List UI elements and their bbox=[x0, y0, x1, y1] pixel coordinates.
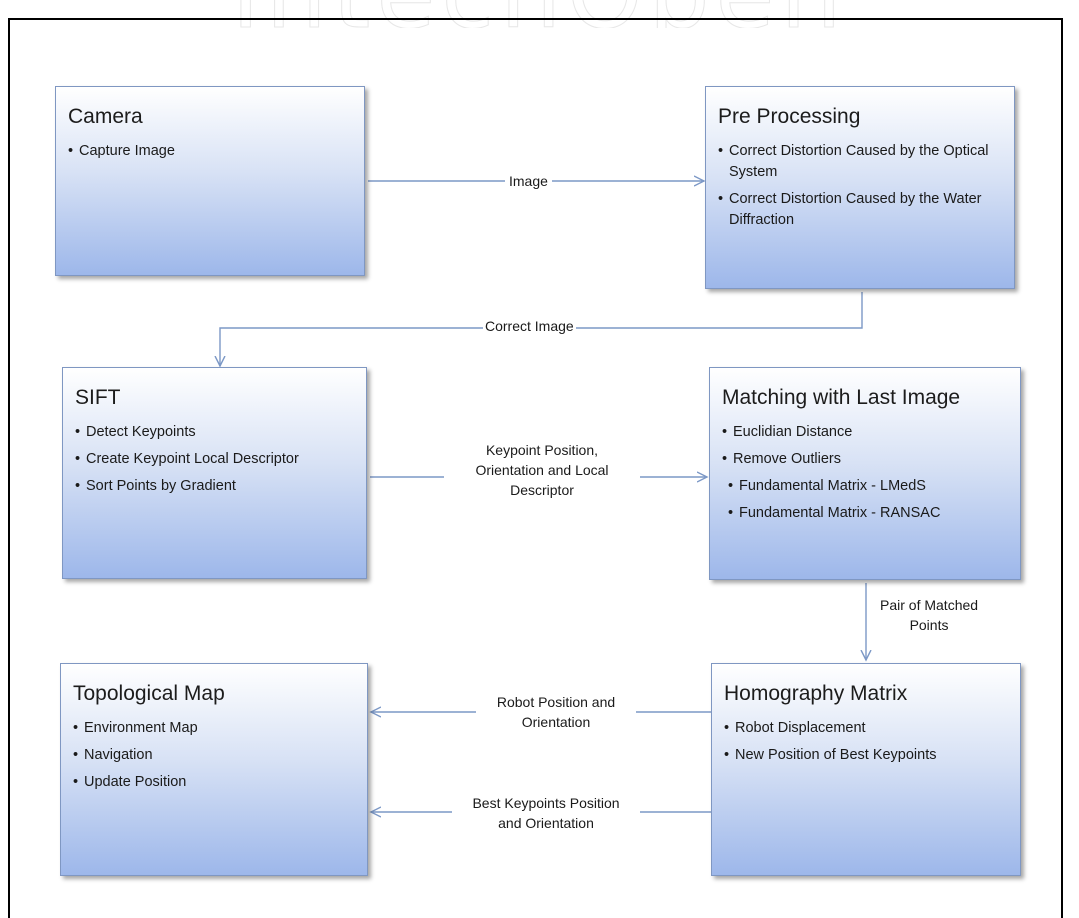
matching-node: Matching with Last Image Euclidian Dista… bbox=[709, 367, 1021, 580]
edge-label-matched-points: Pair of Matched Points bbox=[880, 595, 978, 635]
edge-label-line: Pair of Matched bbox=[880, 597, 979, 613]
node-title: Homography Matrix bbox=[724, 682, 908, 705]
list-item: Remove Outliers bbox=[722, 449, 1004, 470]
list-item: Navigation bbox=[73, 745, 351, 766]
edge-label-line: Orientation bbox=[521, 714, 591, 730]
diagram-frame bbox=[8, 18, 1063, 918]
edge-label-line: and Orientation bbox=[498, 815, 594, 831]
node-title: SIFT bbox=[75, 386, 121, 409]
edge-label-line: Keypoint Position, bbox=[485, 442, 599, 458]
list-item: Euclidian Distance bbox=[722, 422, 1004, 443]
edge-label-best-keypoints: Best Keypoints Position and Orientation bbox=[452, 793, 640, 833]
watermark-logo: IntechOpen bbox=[0, 0, 1079, 28]
list-item: Update Position bbox=[73, 772, 351, 793]
topological-map-node: Topological Map Environment Map Navigati… bbox=[60, 663, 368, 876]
preprocessing-node: Pre Processing Correct Distortion Caused… bbox=[705, 86, 1015, 289]
node-title: Pre Processing bbox=[718, 105, 861, 128]
list-item: Correct Distortion Caused by the Optical… bbox=[718, 141, 998, 183]
list-item: Sort Points by Gradient bbox=[75, 476, 350, 497]
edge-label-line: Descriptor bbox=[510, 482, 574, 498]
edge-label-correct-image: Correct Image bbox=[483, 316, 576, 336]
node-title: Matching with Last Image bbox=[722, 386, 961, 409]
list-item: Correct Distortion Caused by the Water D… bbox=[718, 189, 998, 231]
edge-label-line: Best Keypoints Position bbox=[472, 795, 620, 811]
edge-label-keypoint-info: Keypoint Position, Orientation and Local… bbox=[444, 440, 640, 500]
edge-label-line: Robot Position and bbox=[496, 694, 616, 710]
list-item: New Position of Best Keypoints bbox=[724, 745, 1004, 766]
node-title: Topological Map bbox=[73, 682, 225, 705]
edge-label-robot-pose: Robot Position and Orientation bbox=[476, 692, 636, 732]
list-item: Capture Image bbox=[68, 141, 348, 162]
edge-label-image: Image bbox=[505, 171, 552, 191]
edge-label-line: Orientation and Local bbox=[475, 462, 609, 478]
list-item: Detect Keypoints bbox=[75, 422, 350, 443]
sift-node: SIFT Detect Keypoints Create Keypoint Lo… bbox=[62, 367, 367, 579]
list-item: Robot Displacement bbox=[724, 718, 1004, 739]
node-title: Camera bbox=[68, 105, 143, 128]
list-item: Create Keypoint Local Descriptor bbox=[75, 449, 350, 470]
camera-node: Camera Capture Image bbox=[55, 86, 365, 276]
sub-list-item: Fundamental Matrix - LMedS bbox=[728, 476, 1004, 497]
edge-label-line: Points bbox=[909, 617, 949, 633]
homography-node: Homography Matrix Robot Displacement New… bbox=[711, 663, 1021, 876]
sub-list-item: Fundamental Matrix - RANSAC bbox=[728, 503, 1004, 524]
list-item: Environment Map bbox=[73, 718, 351, 739]
